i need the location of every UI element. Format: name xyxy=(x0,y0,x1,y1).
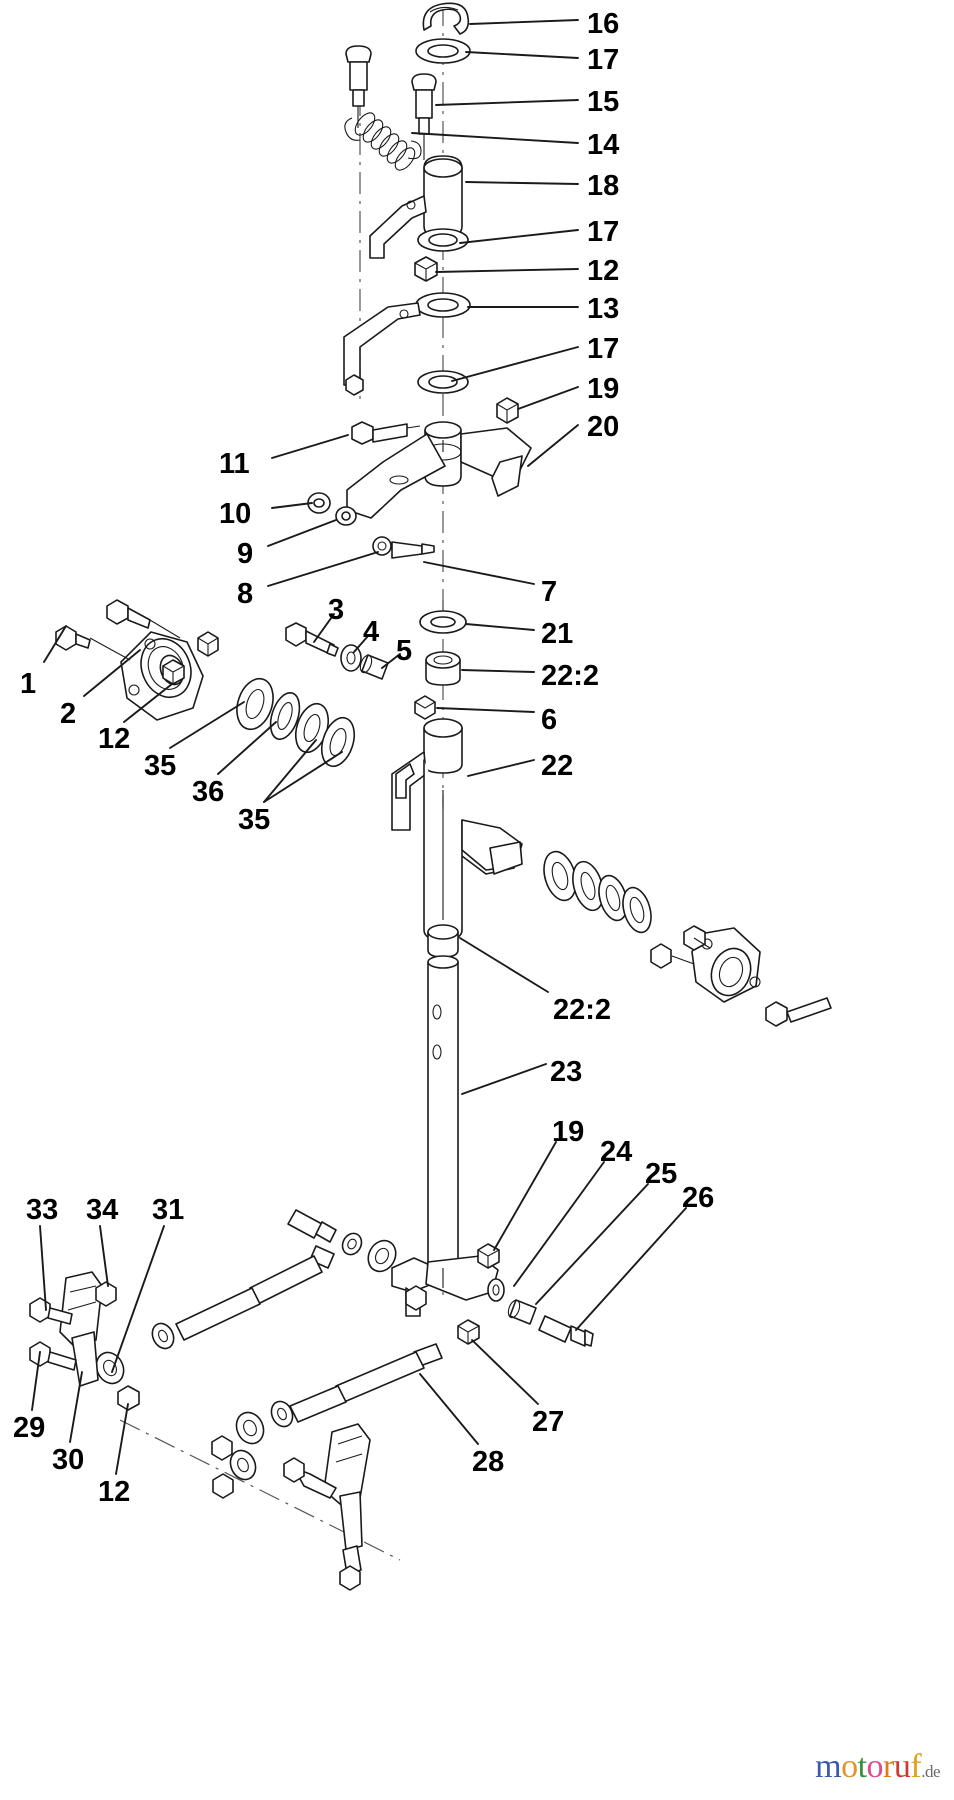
callout-22: 22 xyxy=(541,750,574,782)
callout-35: 35 xyxy=(238,804,271,836)
callout-36: 36 xyxy=(192,776,225,808)
callout-11: 11 xyxy=(219,448,250,480)
callout-30: 30 xyxy=(52,1444,85,1476)
part-10-lock-washer xyxy=(307,492,331,514)
part-20-steering-yoke xyxy=(346,421,532,519)
watermark-letter: o xyxy=(866,1748,884,1785)
watermark-letter: f xyxy=(910,1748,922,1785)
callout-31: 31 xyxy=(152,1194,185,1226)
callout-21: 21 xyxy=(541,618,574,650)
watermark-suffix: .de xyxy=(921,1762,940,1781)
callout-2: 2 xyxy=(60,698,77,730)
callout-17: 17 xyxy=(587,44,620,76)
callout-13: 13 xyxy=(587,293,620,325)
part-9-washer xyxy=(335,506,357,526)
part-2-bearing-housing xyxy=(120,631,204,721)
callout-25: 25 xyxy=(645,1158,678,1190)
part-27-lock-nut xyxy=(457,1319,480,1345)
callout-18: 18 xyxy=(587,170,620,202)
callout-27: 27 xyxy=(532,1406,565,1438)
callout-19: 19 xyxy=(587,373,620,405)
part-4-washer xyxy=(340,644,362,672)
callout-22-2: 22:2 xyxy=(553,994,612,1026)
part-6-retainer xyxy=(414,695,436,720)
callout-29: 29 xyxy=(13,1412,46,1444)
part-15-shoulder-bolt-left xyxy=(345,45,372,128)
part-21-washer xyxy=(419,610,467,634)
motoruf-watermark: motoruf.de xyxy=(815,1748,940,1786)
part-14-extension-spring xyxy=(344,112,422,171)
callout-1: 1 xyxy=(20,668,37,700)
part-17-washer-top xyxy=(415,38,471,64)
part-28-tie-rod xyxy=(211,1343,443,1499)
part-16-e-clip xyxy=(422,2,470,35)
part-11-hex-bolt xyxy=(351,421,421,445)
callout-28: 28 xyxy=(472,1446,505,1478)
callout-6: 6 xyxy=(541,704,558,736)
part-23-steering-shaft xyxy=(427,955,459,1283)
callout-33: 33 xyxy=(26,1194,59,1226)
part-8-clevis-pin xyxy=(372,536,435,559)
part-12-lock-nut-top xyxy=(414,256,438,282)
part-35-thrust-washer-c xyxy=(320,716,356,768)
part-31-rod-end-assembly xyxy=(95,1209,397,1411)
callout-10: 10 xyxy=(219,498,252,530)
part-25-spacer xyxy=(507,1299,537,1325)
callout-12: 12 xyxy=(98,723,131,755)
part-1-carriage-bolt xyxy=(55,625,131,661)
watermark-letter: m xyxy=(815,1748,842,1785)
washer-stack-right xyxy=(543,850,652,934)
callout-15: 15 xyxy=(587,86,620,118)
callout-5: 5 xyxy=(396,635,413,667)
callout-17: 17 xyxy=(587,216,620,248)
callout-3: 3 xyxy=(328,594,345,626)
watermark-name: motoruf xyxy=(815,1748,922,1785)
part-26-hex-bolt xyxy=(538,1315,594,1347)
callout-17: 17 xyxy=(587,333,620,365)
bearing-housing-right xyxy=(650,925,832,1027)
callout-22-2: 22:2 xyxy=(541,660,600,692)
lower-right-bracket xyxy=(283,1423,371,1591)
callout-23: 23 xyxy=(550,1056,583,1088)
part-15-shoulder-bolt xyxy=(411,73,437,160)
callout-20: 20 xyxy=(587,411,620,443)
callout-4: 4 xyxy=(363,616,380,648)
part-22-2-bushing-upper xyxy=(425,651,461,686)
part-24-washer xyxy=(487,1278,505,1302)
part-3-hex-bolt xyxy=(285,622,339,657)
callout-24: 24 xyxy=(600,1136,633,1168)
part-22-2-bushing-lower xyxy=(427,924,459,958)
watermark-letter: t xyxy=(857,1748,867,1785)
watermark-letter: o xyxy=(841,1748,858,1785)
watermark-letter: r xyxy=(883,1748,894,1785)
part-35-thrust-washer-a xyxy=(236,677,274,731)
callout-35: 35 xyxy=(144,750,177,782)
part-12-lock-nut-a xyxy=(162,659,185,685)
callout-9: 9 xyxy=(237,538,254,570)
leader-lines xyxy=(31,19,687,1475)
part-13-steering-arm xyxy=(343,292,471,396)
callout-19: 19 xyxy=(552,1116,585,1148)
part-1-carriage-bolt-2 xyxy=(106,599,181,639)
watermark-letter: u xyxy=(893,1748,911,1785)
part-12-lock-nut-b xyxy=(197,631,219,657)
part-22-spindle-housing xyxy=(391,718,523,941)
part-36-thrust-bearing xyxy=(269,692,301,740)
callout-16: 16 xyxy=(587,8,620,40)
part-17-washer-mid xyxy=(417,228,469,252)
left-bracket-assembly xyxy=(29,1271,117,1387)
part-5-spacer xyxy=(359,654,389,680)
part-19-flange-nut-upper xyxy=(496,397,519,424)
callout-14: 14 xyxy=(587,129,620,161)
callout-8: 8 xyxy=(237,578,254,610)
callout-34: 34 xyxy=(86,1194,119,1226)
callout-7: 7 xyxy=(541,576,558,608)
callout-12: 12 xyxy=(98,1476,131,1508)
part-17-washer-low xyxy=(417,370,469,394)
callout-26: 26 xyxy=(682,1182,715,1214)
callout-12: 12 xyxy=(587,255,620,287)
